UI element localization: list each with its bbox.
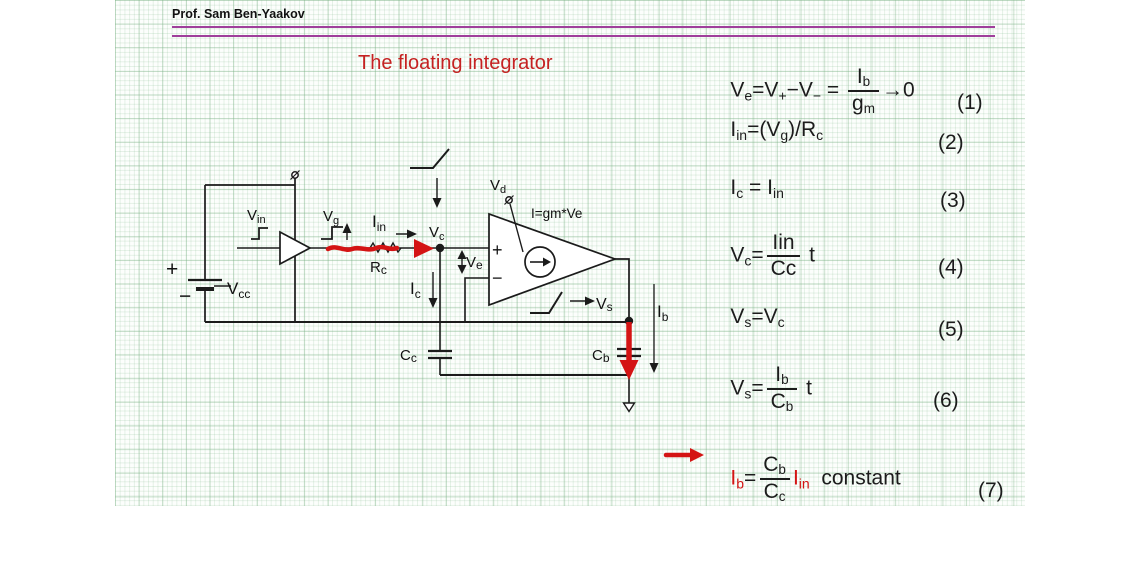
equation-number: (3)	[940, 188, 966, 212]
vin-label: Vin	[247, 207, 266, 226]
ic-label: Ic	[410, 279, 421, 301]
ve-label: Ve	[466, 254, 483, 272]
vg-label: Vg	[323, 208, 339, 227]
equation-number: (7)	[978, 479, 1004, 503]
red-current-path-arrowhead	[414, 239, 434, 258]
source-box-wires	[204, 184, 295, 322]
vc-label: Vc	[429, 224, 445, 243]
equation-number: (1)	[957, 91, 983, 115]
gain-label: I=gm*Ve	[531, 206, 582, 221]
vcc-label: Vcc	[227, 279, 250, 301]
top-terminal-slash	[290, 170, 300, 180]
vd-label: Vd	[490, 177, 506, 196]
rc-label: Rc	[370, 259, 387, 277]
red-current-path-arrow	[325, 244, 400, 252]
red-cb-current-arrowhead	[619, 360, 639, 380]
equation-5: Vs=Vc (5)	[730, 305, 964, 341]
ve-arrowhead-top	[457, 250, 467, 259]
ramp-down-arrowhead	[432, 198, 442, 208]
iin-arrowhead	[407, 229, 417, 239]
vg-step-waveform-icon	[321, 226, 343, 240]
vin-step-waveform-icon	[251, 227, 268, 240]
battery-minus-label: −	[179, 285, 191, 308]
vs-label: Vs	[596, 296, 613, 314]
ota-output-wire	[615, 258, 630, 318]
current-source-arrowhead	[543, 257, 551, 267]
iin-label: Iin	[372, 212, 386, 234]
vs-arrowhead	[585, 296, 595, 306]
vd-lead-wire	[509, 203, 524, 253]
equation-number: (5)	[938, 317, 964, 341]
cb-label: Cb	[592, 347, 610, 365]
ic-arrowhead	[428, 298, 438, 308]
ib-arrowhead	[649, 363, 659, 373]
header-divider	[172, 26, 995, 37]
cc-label: Cc	[400, 347, 417, 365]
equation-number: (4)	[938, 256, 964, 280]
output-ramp-waveform-icon	[530, 291, 563, 314]
ve-arrowhead-bottom	[457, 265, 467, 274]
vd-terminal-slash	[504, 195, 514, 205]
equation-number: (2)	[938, 130, 964, 154]
vg-up-arrowhead	[342, 223, 352, 233]
battery-plus-label: +	[166, 258, 178, 281]
red-eq7-arrowhead	[690, 448, 704, 462]
ramp-waveform-icon	[410, 148, 450, 169]
equation-2: Iin=(Vg)/Rc (2)	[730, 118, 964, 154]
ib-label: Ib	[657, 302, 669, 324]
equation-3: Ic = Iin (3)	[730, 176, 966, 212]
opamp-plus-label: +	[492, 240, 503, 260]
slide-title: The floating integrator	[358, 52, 553, 74]
buffer-triangle	[279, 230, 312, 266]
inverting-input-wire	[464, 277, 489, 322]
slide-author: Prof. Sam Ben-Yaakov	[172, 7, 305, 21]
equation-number: (6)	[933, 389, 959, 413]
opamp-minus-label: −	[492, 268, 503, 288]
ground-arrow-icon	[622, 402, 636, 413]
